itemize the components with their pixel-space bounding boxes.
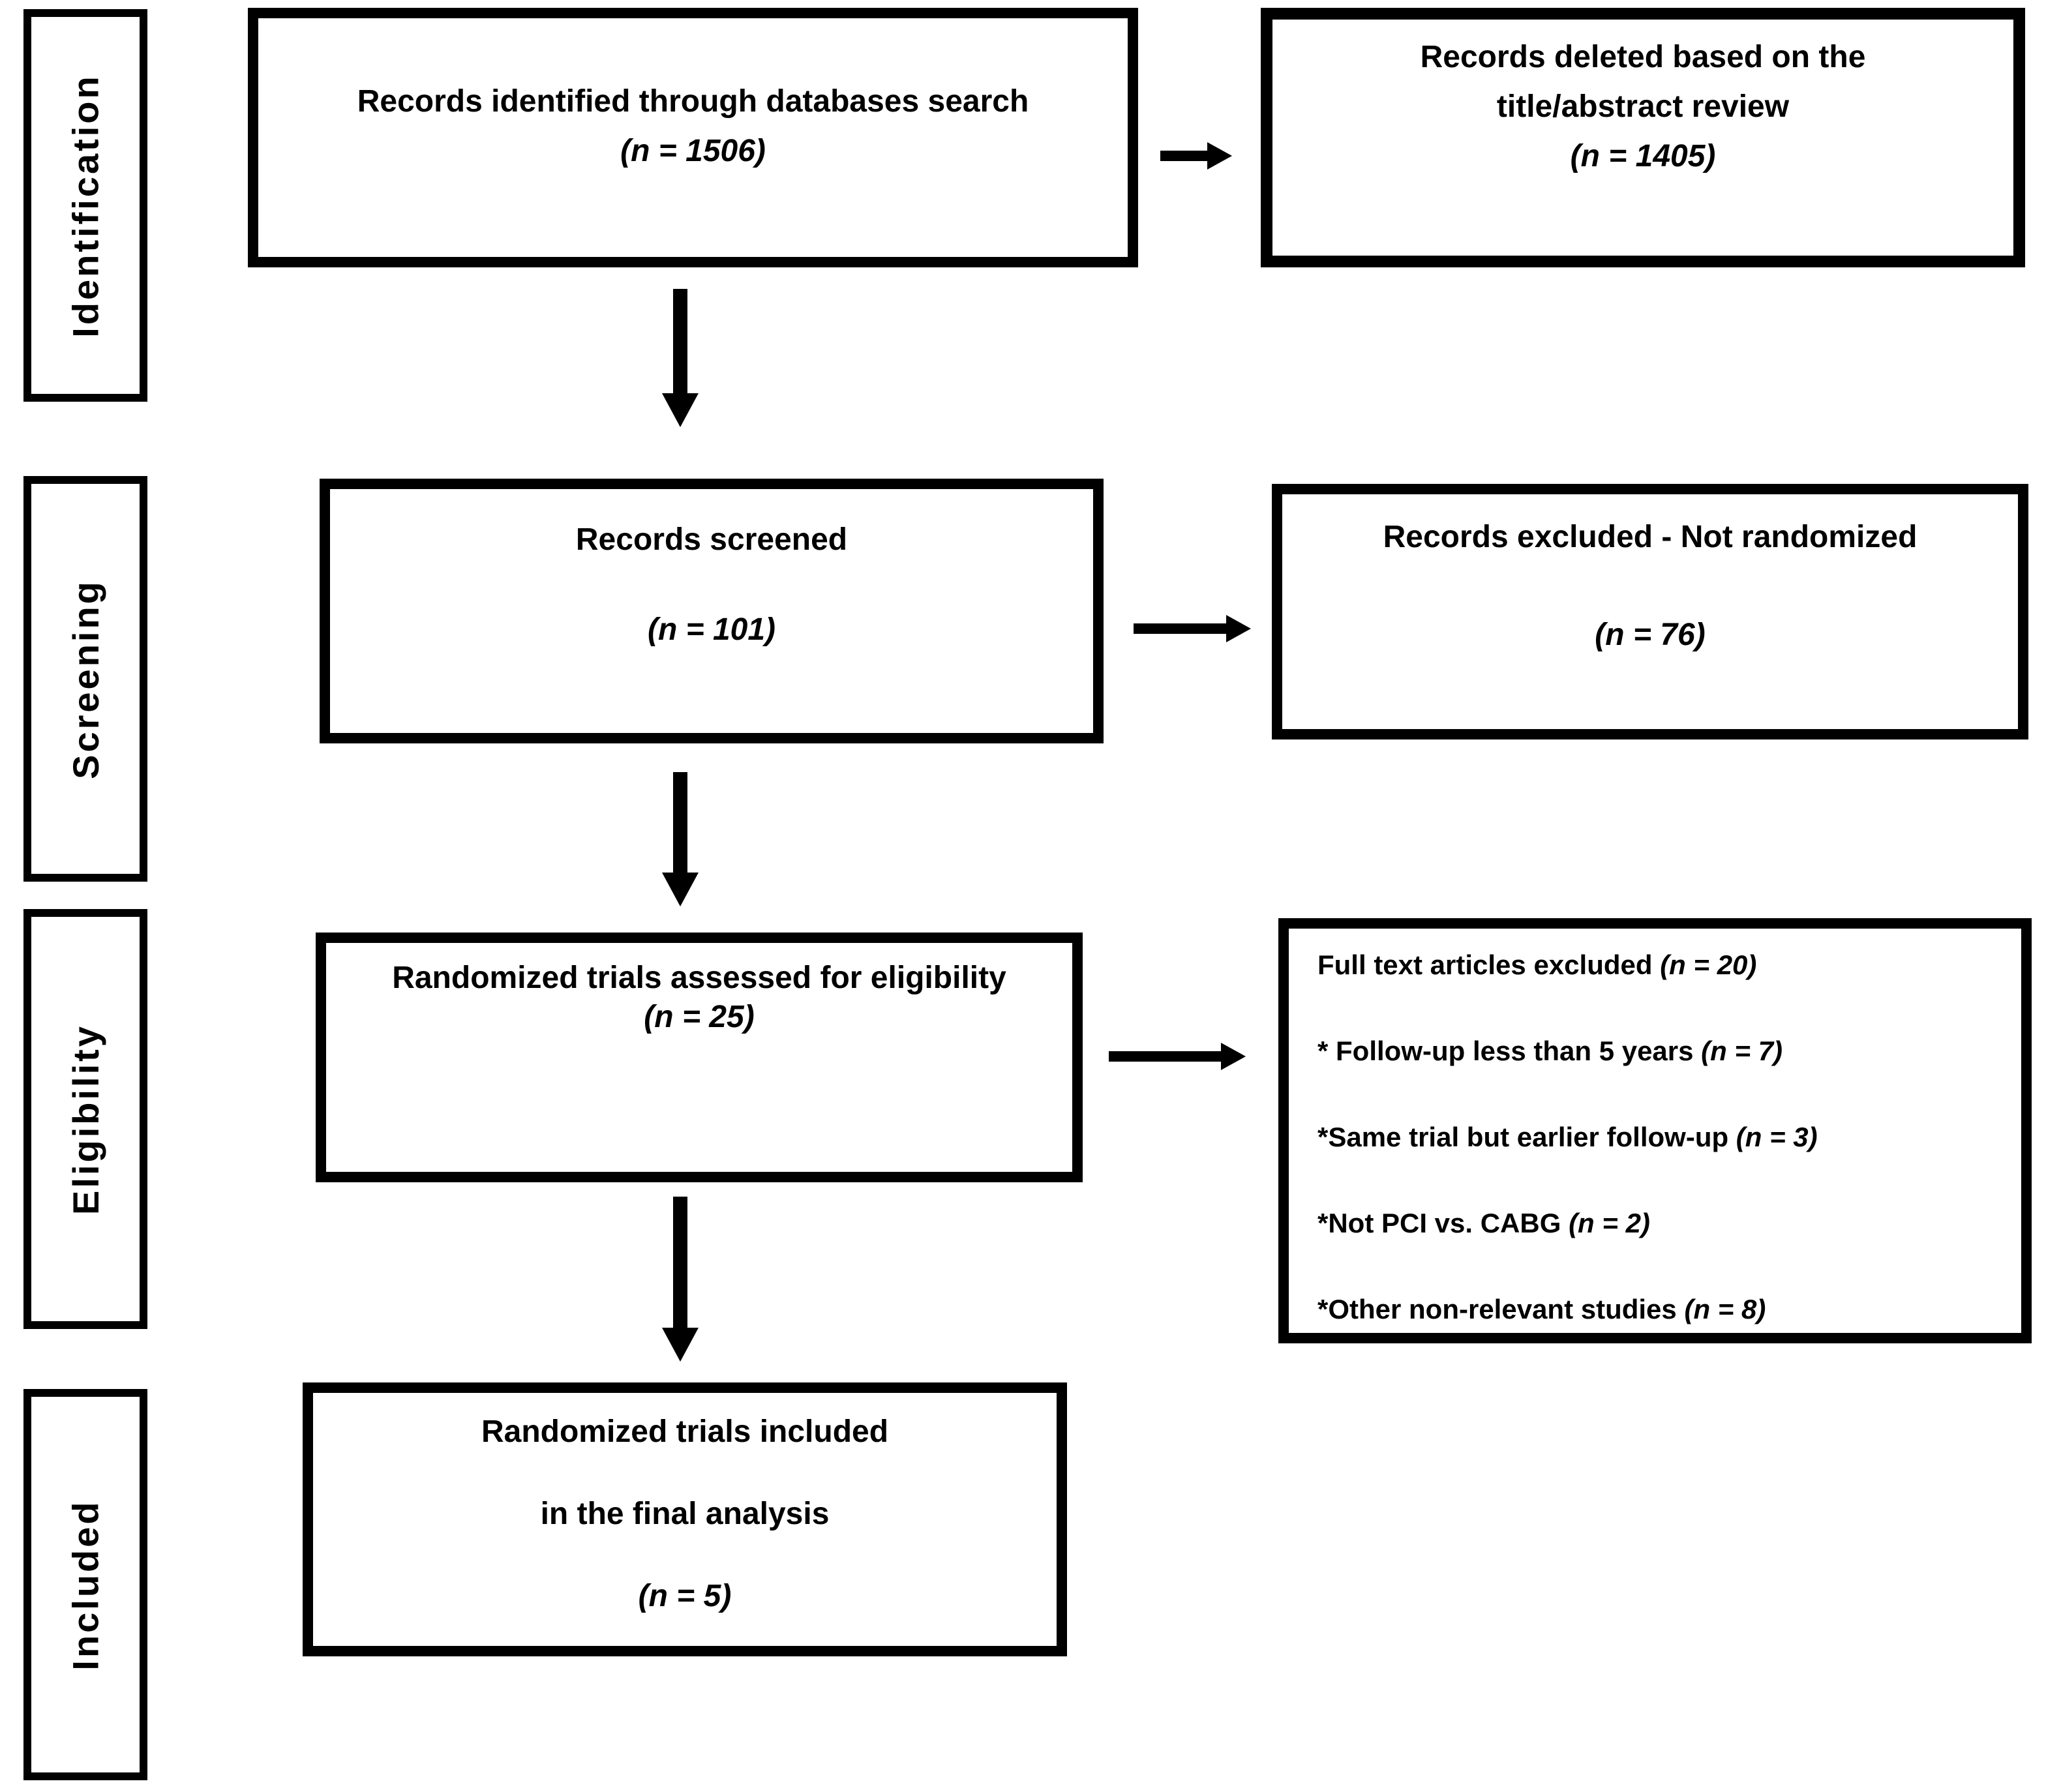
box-trials-included-line1: Randomized trials included <box>481 1414 889 1449</box>
box-records-identified-count: (n = 1506) <box>620 134 766 168</box>
fulltext-excluded-reason: *Same trial but earlier follow-up (n = 3… <box>1317 1122 1818 1152</box>
down-arrow-icon <box>662 289 699 427</box>
right-arrow-icon <box>1134 615 1251 642</box>
box-trials-included-count: (n = 5) <box>638 1579 732 1613</box>
down-arrow-icon <box>662 772 699 906</box>
box-trials-assessed-count: (n = 25) <box>644 1000 755 1034</box>
box-records-identified: Records identified through databases sea… <box>248 8 1138 267</box>
stage-bar-screening: Screening <box>23 476 147 882</box>
stage-label-eligibility: Eligibility <box>65 1023 106 1215</box>
box-records-identified-title: Records identified through databases sea… <box>357 84 1029 119</box>
box-records-deleted-line1: Records deleted based on the <box>1420 40 1866 74</box>
box-fulltext-excluded: Full text articles excluded (n = 20) * F… <box>1278 918 2032 1343</box>
box-records-excluded-count: (n = 76) <box>1595 618 1706 652</box>
box-records-screened-count: (n = 101) <box>647 612 776 647</box>
stage-label-identification: Identification <box>65 73 106 338</box>
box-trials-included: Randomized trials included in the final … <box>303 1382 1067 1656</box>
box-trials-assessed-title: Randomized trials assessed for eligibili… <box>392 961 1006 995</box>
box-trials-included-line2: in the final analysis <box>540 1497 830 1531</box>
stage-label-included: Included <box>65 1499 106 1671</box>
down-arrow-icon <box>662 1197 699 1362</box>
box-records-screened: Records screened (n = 101) <box>320 479 1104 743</box>
box-records-excluded: Records excluded - Not randomized (n = 7… <box>1272 484 2028 739</box>
stage-label-screening: Screening <box>65 578 106 779</box>
box-records-screened-title: Records screened <box>575 522 848 557</box>
right-arrow-icon <box>1160 142 1232 170</box>
fulltext-excluded-reason: *Not PCI vs. CABG (n = 2) <box>1317 1208 1650 1238</box>
stage-bar-identification: Identification <box>23 9 147 402</box>
fulltext-excluded-title: Full text articles excluded (n = 20) <box>1317 949 1757 980</box>
right-arrow-icon <box>1109 1043 1246 1070</box>
box-records-deleted: Records deleted based on the title/abstr… <box>1261 8 2025 267</box>
box-records-deleted-line2: title/abstract review <box>1496 89 1790 124</box>
fulltext-excluded-reason: *Other non-relevant studies (n = 8) <box>1317 1294 1766 1324</box>
fulltext-excluded-reason: * Follow-up less than 5 years (n = 7) <box>1317 1036 1783 1066</box>
stage-bar-included: Included <box>23 1389 147 1780</box>
box-records-deleted-count: (n = 1405) <box>1570 139 1716 173</box>
box-records-excluded-title: Records excluded - Not randomized <box>1383 520 1918 554</box>
stage-bar-eligibility: Eligibility <box>23 909 147 1329</box>
box-trials-assessed: Randomized trials assessed for eligibili… <box>316 933 1083 1182</box>
